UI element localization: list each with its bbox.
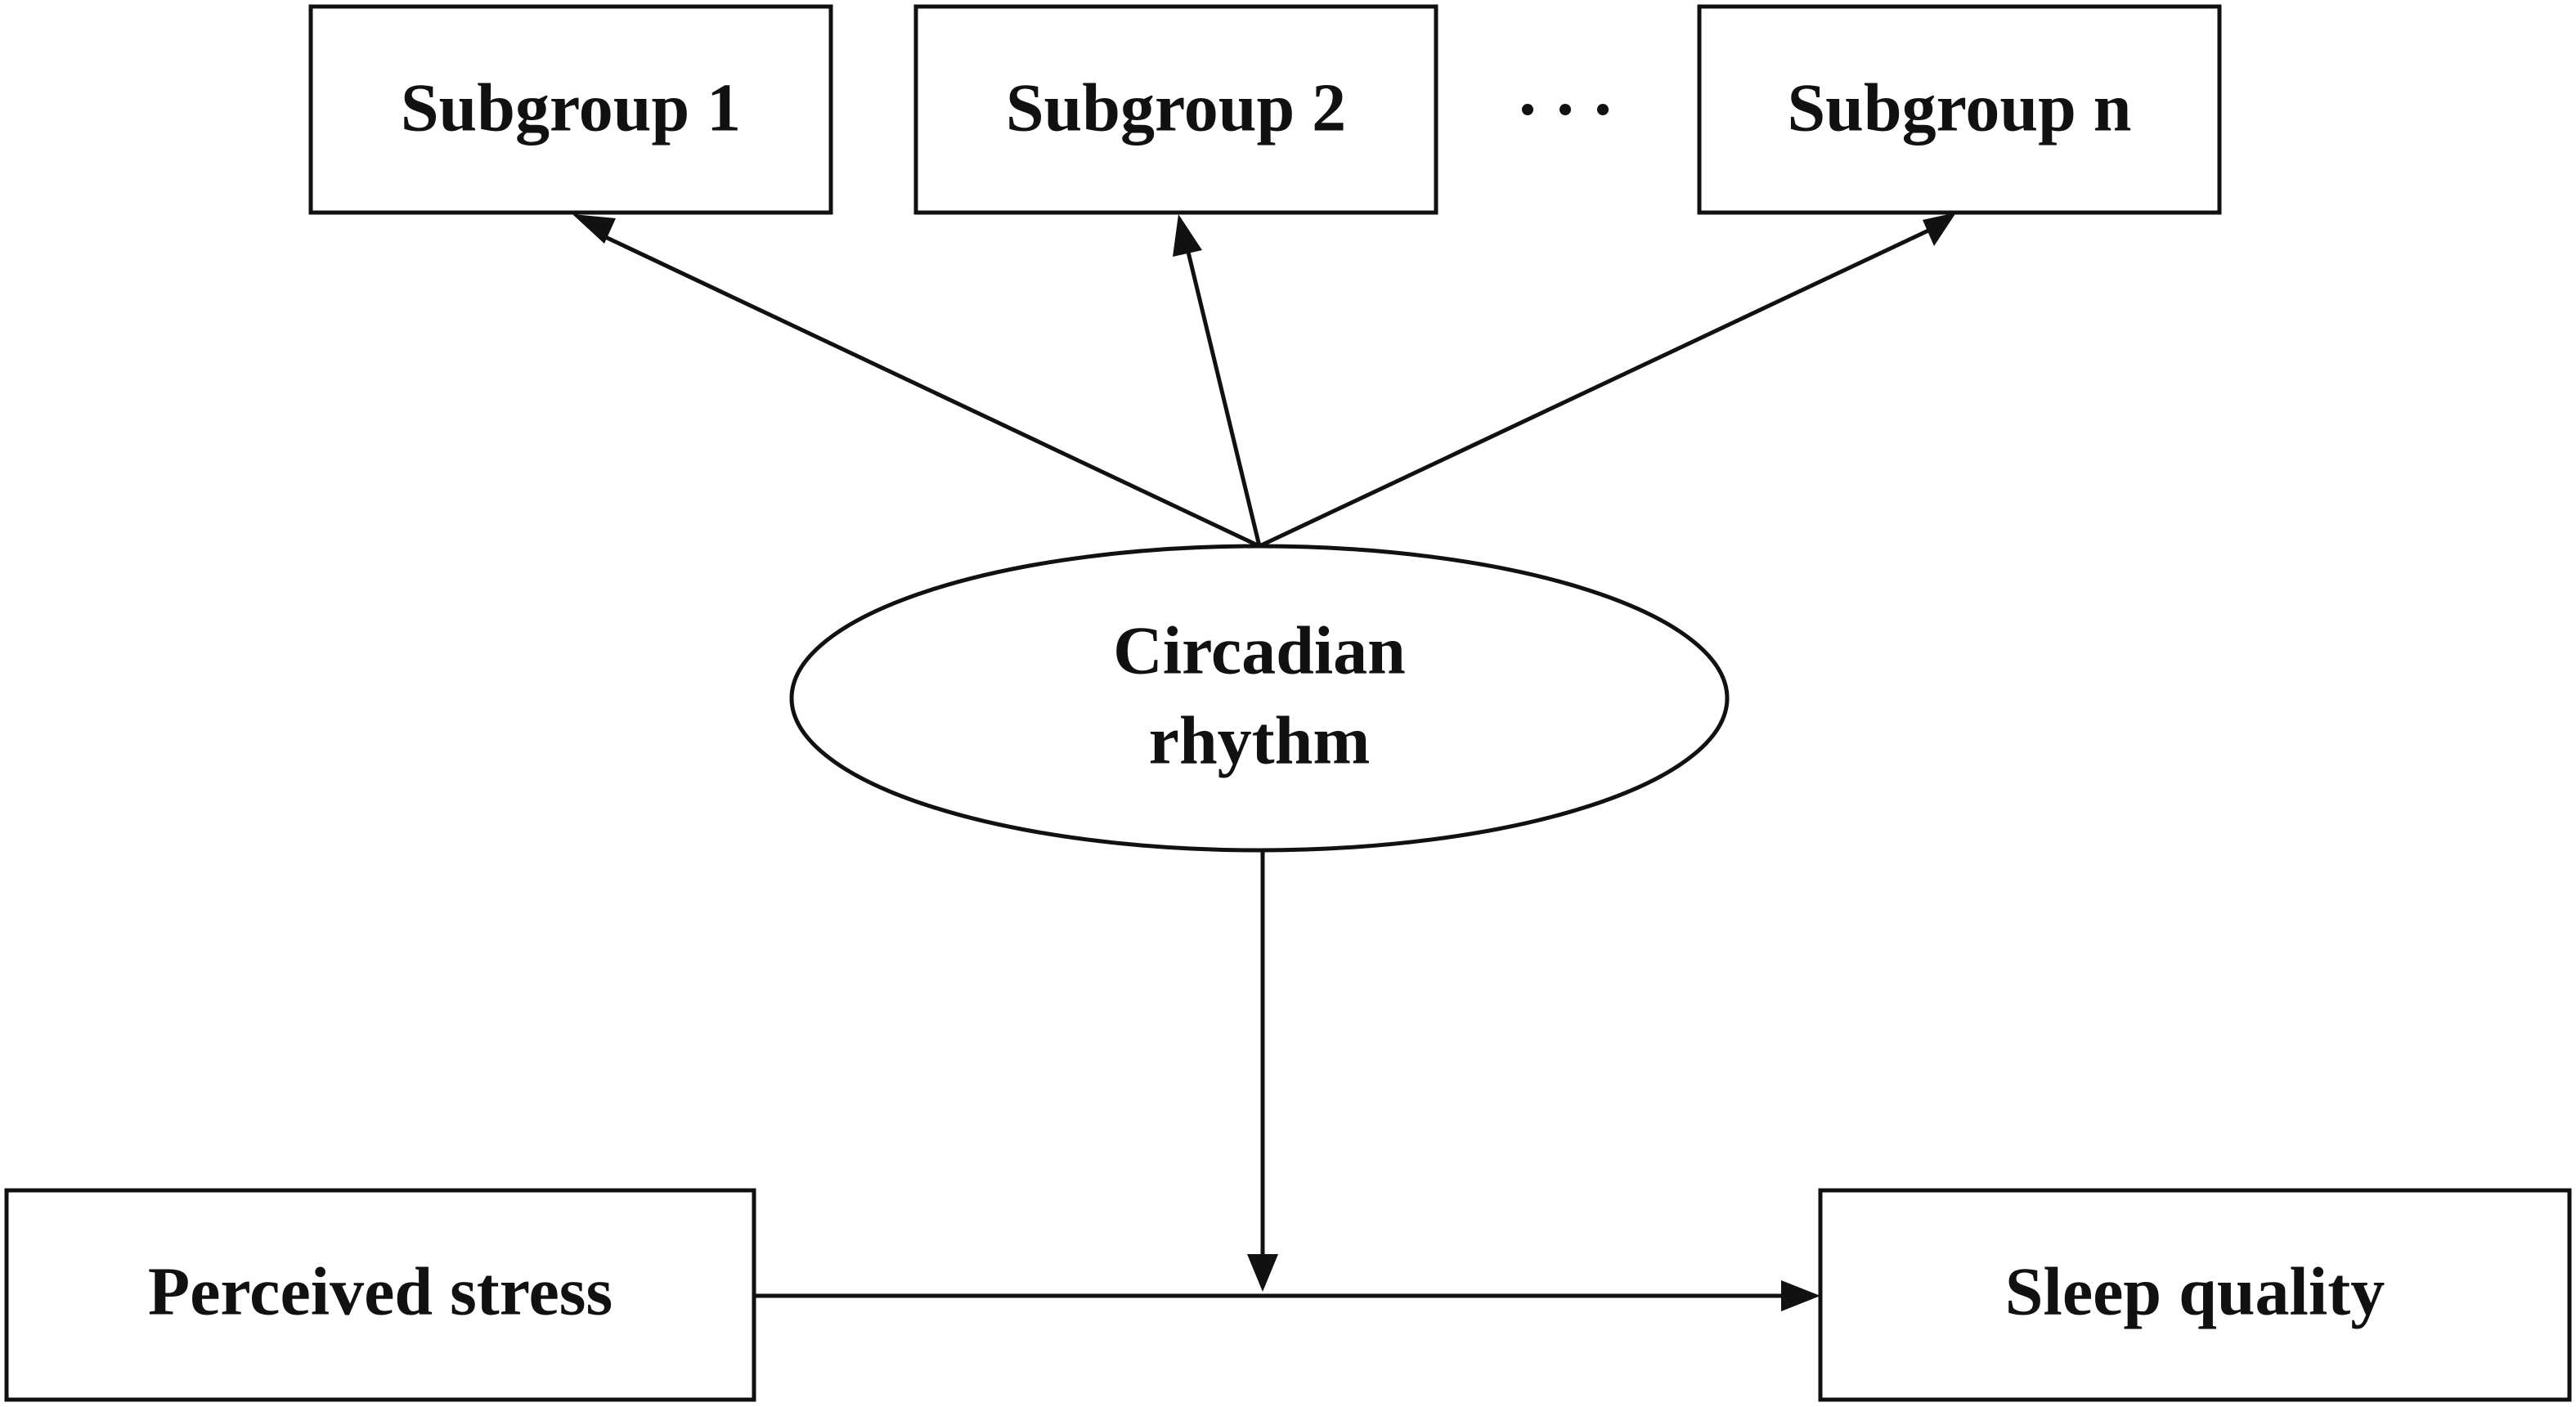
perceived-stress-label: Perceived stress (148, 1253, 613, 1329)
ellipsis-dot (1597, 104, 1609, 115)
edge-stress-to-sleep (754, 1280, 1820, 1311)
circadian-rhythm-node: Circadian rhythm (789, 544, 1730, 853)
subgroup-n-label: Subgroup n (1787, 69, 2131, 146)
sleep-quality-node: Sleep quality (1818, 1188, 2572, 1402)
arrowhead (1247, 1254, 1278, 1292)
ellipsis-dot (1522, 104, 1533, 115)
perceived-stress-box (4, 1188, 756, 1402)
subgroup-1-node: Subgroup 1 (308, 4, 833, 215)
subgroup-2-node: Subgroup 2 (913, 4, 1438, 215)
sleep-quality-label: Sleep quality (2005, 1253, 2385, 1329)
edge-to-subgroup-2 (1173, 214, 1262, 547)
perceived-stress-node: Perceived stress (4, 1188, 756, 1402)
edge-to-subgroup-1 (572, 214, 1261, 549)
edge-line (597, 231, 1261, 549)
edge-line (1184, 244, 1262, 547)
subgroup-n-box (1697, 4, 2222, 215)
edge-moderation (1247, 850, 1278, 1292)
subgroup-2-label: Subgroup 2 (1006, 69, 1346, 146)
arrowhead (572, 214, 616, 244)
subgroup-2-box (913, 4, 1438, 215)
circadian-rhythm-label-line1: Circadian (1113, 612, 1406, 688)
arrowhead (1923, 213, 1956, 246)
sleep-quality-box (1818, 1188, 2572, 1402)
subgroup-1-label: Subgroup 1 (401, 69, 741, 146)
arrowhead (1781, 1280, 1820, 1311)
arrowhead (1173, 214, 1202, 257)
circadian-rhythm-ellipse (789, 544, 1730, 853)
subgroup-1-box (308, 4, 833, 215)
edge-line (1258, 228, 1930, 549)
edge-to-subgroup-n (1258, 213, 1956, 549)
ellipsis-dot (1560, 104, 1571, 115)
subgroup-n-node: Subgroup n (1697, 4, 2222, 215)
circadian-rhythm-label-line2: rhythm (1149, 702, 1371, 778)
ellipsis (1522, 104, 1609, 115)
